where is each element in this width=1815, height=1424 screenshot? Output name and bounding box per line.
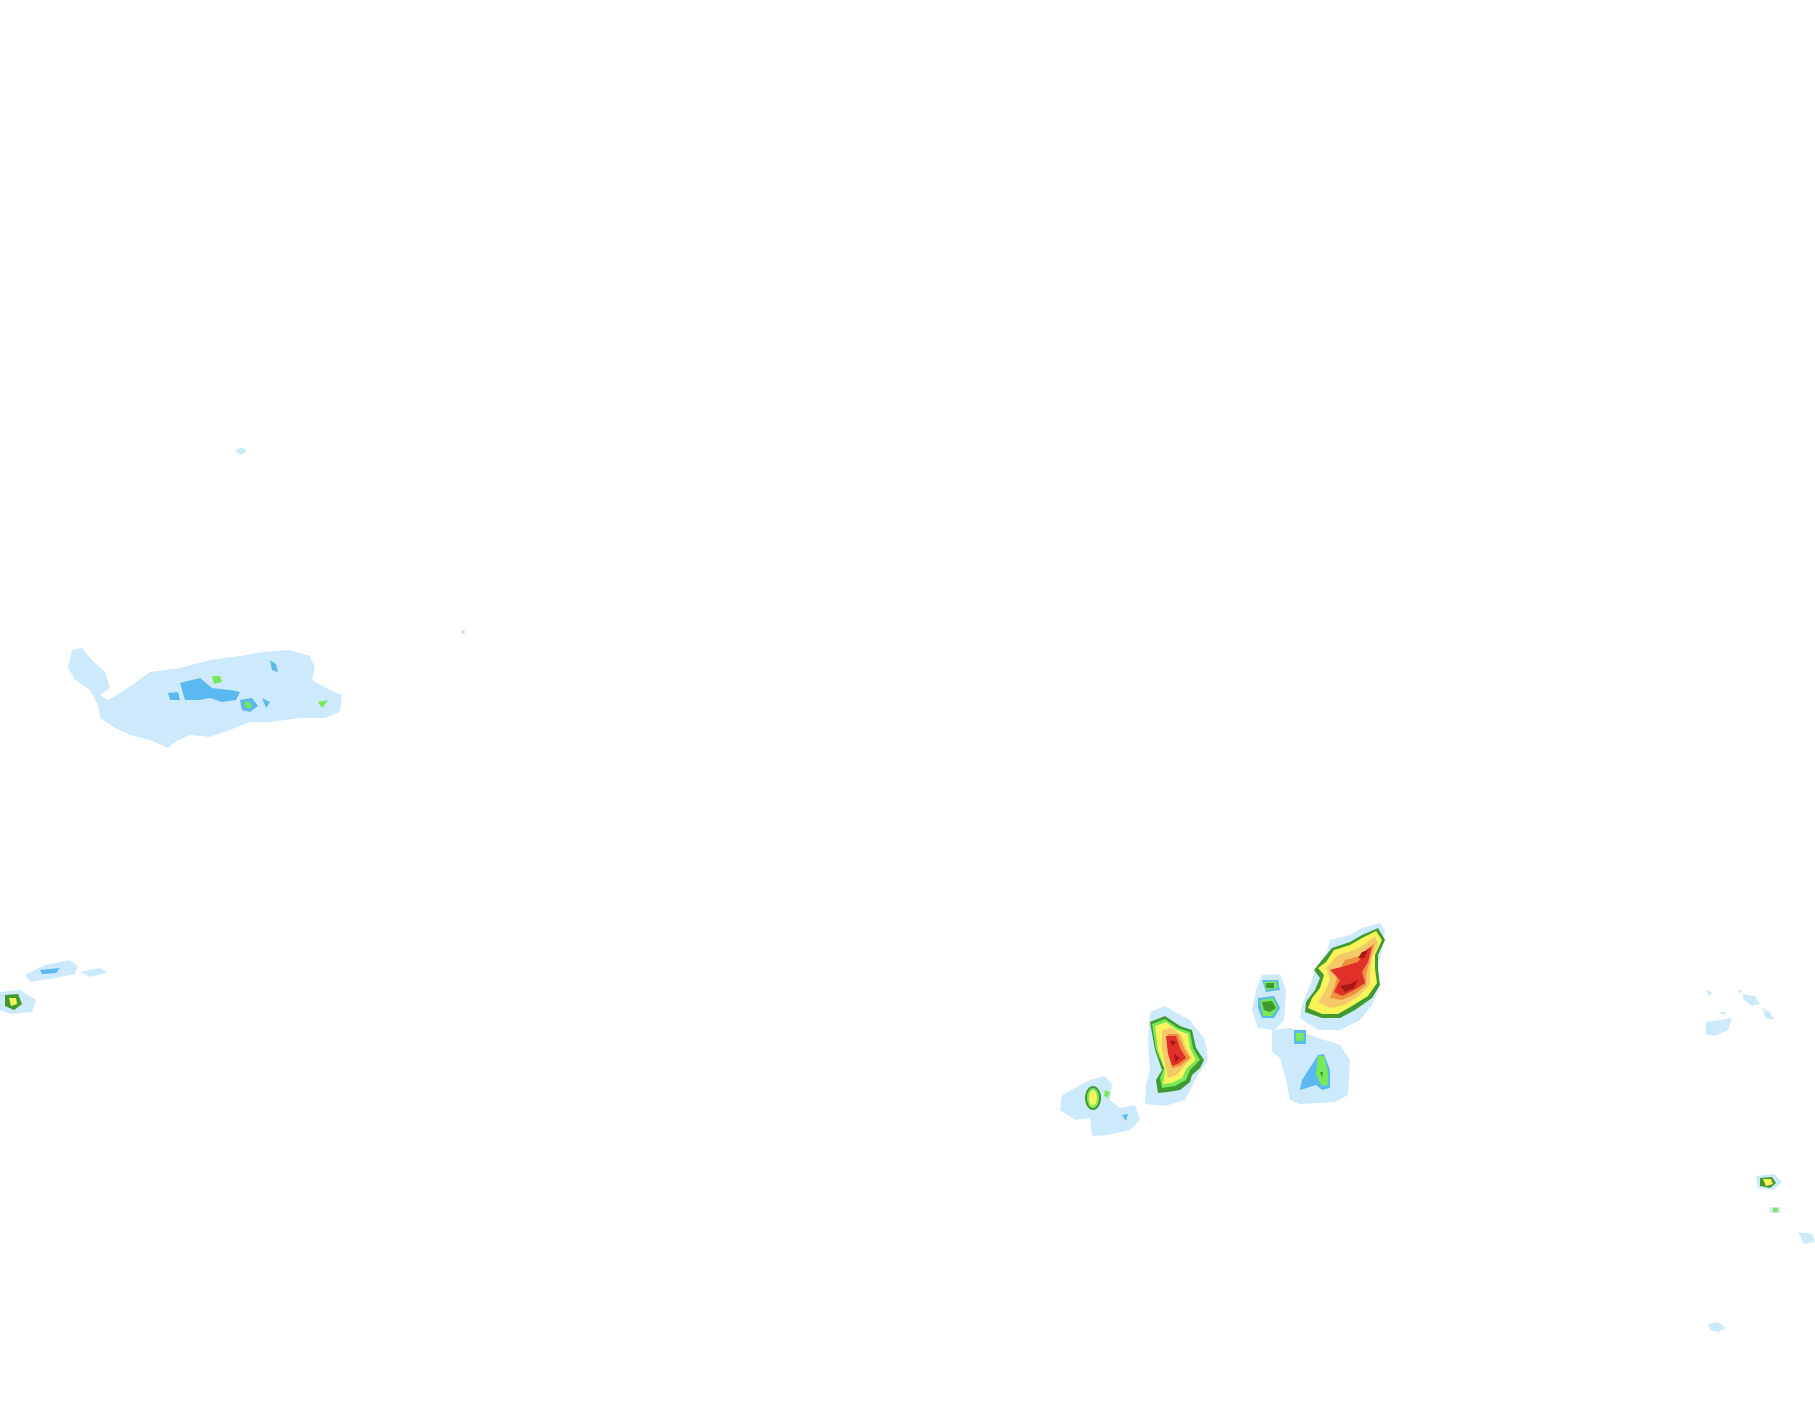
radar-echo (1104, 1090, 1110, 1098)
radar-echo (168, 692, 180, 700)
radar-echo (80, 968, 108, 977)
radar-echo (212, 676, 222, 684)
radar-echo (1763, 1179, 1773, 1186)
radar-echo (1122, 1114, 1128, 1121)
radar-echo (1174, 1054, 1180, 1062)
radar-echo (236, 448, 246, 454)
radar-echo (40, 968, 60, 974)
radar-echo (1262, 1001, 1276, 1012)
radar-echo (318, 700, 328, 708)
storm-cluster-small-west (1060, 1076, 1140, 1136)
west-edge-cells (0, 960, 108, 1014)
radar-echo (1720, 1012, 1726, 1016)
radar-echo (1798, 1232, 1815, 1244)
storm-cell-central (1145, 1006, 1208, 1106)
radar-echo (1296, 1033, 1304, 1041)
east-echoes (1706, 990, 1815, 1332)
radar-echo (1738, 990, 1742, 994)
radar-echo (1706, 990, 1712, 996)
radar-echo (244, 702, 252, 708)
radar-echo (270, 660, 278, 672)
radar-echo (1320, 1072, 1323, 1078)
radar-echo (1358, 950, 1368, 958)
radar-echo (1170, 1040, 1176, 1046)
radar-echo (1089, 1090, 1097, 1106)
west-precip-area (68, 448, 465, 748)
radar-echo (1340, 980, 1358, 992)
radar-echo (1266, 983, 1274, 988)
radar-echo (1330, 946, 1372, 996)
radar-echo (1316, 1056, 1328, 1086)
radar-echo (262, 698, 270, 708)
radar-echo (1762, 1008, 1774, 1020)
radar-echo (9, 998, 17, 1006)
radar-echo (180, 678, 240, 702)
radar-echo (1060, 1076, 1140, 1136)
radar-echo (1708, 1322, 1726, 1332)
storm-cell-main (1300, 923, 1385, 1030)
radar-echo (1166, 1036, 1186, 1066)
radar-echo (1773, 1208, 1778, 1212)
radar-echo (1742, 994, 1760, 1006)
storm-cells-green-pair (1252, 974, 1350, 1104)
radar-echo (461, 630, 465, 634)
radar-echo (1706, 1018, 1732, 1036)
